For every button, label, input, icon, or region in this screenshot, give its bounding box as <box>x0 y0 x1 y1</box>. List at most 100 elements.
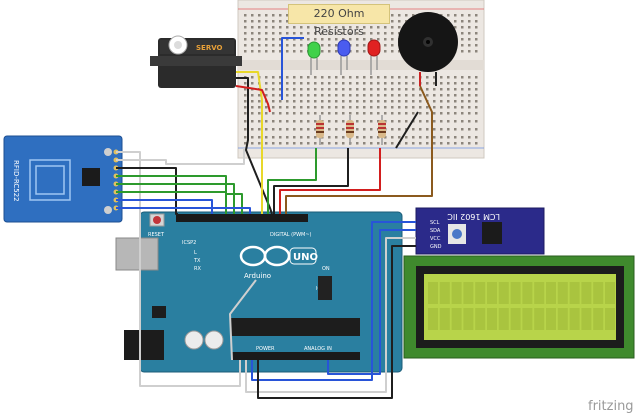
breadboard-hole <box>258 94 261 97</box>
breadboard-hole <box>286 20 289 23</box>
lcd-char-cell <box>451 282 462 304</box>
breadboard-hole <box>293 142 296 145</box>
breadboard-hole <box>328 112 331 115</box>
breadboard-hole <box>356 32 359 35</box>
breadboard-hole <box>328 44 331 47</box>
lcd-char-cell <box>451 308 462 330</box>
breadboard-hole <box>405 128 408 131</box>
breadboard-hole <box>258 120 261 123</box>
breadboard-hole <box>370 106 373 109</box>
breadboard-hole <box>328 26 331 29</box>
breadboard-hole <box>391 88 394 91</box>
lcd-char-cell <box>510 282 521 304</box>
breadboard-hole <box>251 94 254 97</box>
breadboard-hole <box>279 106 282 109</box>
breadboard-hole <box>377 26 380 29</box>
breadboard-hole <box>363 26 366 29</box>
breadboard-hole <box>461 32 464 35</box>
breadboard-hole <box>335 82 338 85</box>
breadboard-hole <box>398 20 401 23</box>
lcd-char-cell <box>487 282 497 304</box>
breadboard-hole <box>391 100 394 103</box>
breadboard-hole <box>293 26 296 29</box>
breadboard-hole <box>265 120 268 123</box>
lcd-char-cell <box>439 308 450 330</box>
breadboard-hole <box>468 100 471 103</box>
breadboard-hole <box>272 50 275 53</box>
breadboard-hole <box>475 32 478 35</box>
breadboard-hole <box>454 88 457 91</box>
arduino-logo-icon <box>239 245 291 267</box>
breadboard-hole <box>314 76 317 79</box>
breadboard-hole <box>265 136 268 139</box>
breadboard-hole <box>258 106 261 109</box>
tx-label: TX <box>193 258 201 264</box>
breadboard-hole <box>258 100 261 103</box>
breadboard-hole <box>244 88 247 91</box>
breadboard-hole <box>342 142 345 145</box>
breadboard-hole <box>384 88 387 91</box>
breadboard-hole <box>307 112 310 115</box>
breadboard-hole <box>461 142 464 145</box>
breadboard-hole <box>419 128 422 131</box>
breadboard-hole <box>475 76 478 79</box>
breadboard-hole <box>244 14 247 17</box>
breadboard-hole <box>307 26 310 29</box>
breadboard-hole <box>258 142 261 145</box>
fritzing-watermark: fritzing <box>588 399 634 414</box>
breadboard-hole <box>328 50 331 53</box>
breadboard-hole <box>363 136 366 139</box>
breadboard-hole <box>272 38 275 41</box>
breadboard-hole <box>440 76 443 79</box>
breadboard-hole <box>279 128 282 131</box>
breadboard-hole <box>286 14 289 17</box>
breadboard-hole <box>468 76 471 79</box>
breadboard-hole <box>405 142 408 145</box>
breadboard-hole <box>258 50 261 53</box>
servo-motor: SERVO <box>150 35 242 88</box>
breadboard-hole <box>342 26 345 29</box>
breadboard-hole <box>405 100 408 103</box>
breadboard-hole <box>412 106 415 109</box>
breadboard-hole <box>391 76 394 79</box>
breadboard-hole <box>405 106 408 109</box>
led-red <box>367 39 381 75</box>
breadboard-hole <box>384 76 387 79</box>
breadboard-hole <box>349 112 352 115</box>
breadboard-hole <box>272 142 275 145</box>
breadboard-hole <box>384 32 387 35</box>
breadboard-hole <box>258 128 261 131</box>
lcd-i2c-backpack: LCM 1602 IIC SCL SDA VCC GND <box>415 207 545 255</box>
breadboard-hole <box>440 94 443 97</box>
on-label: ON <box>322 266 330 272</box>
breadboard-hole <box>342 106 345 109</box>
lcd-char-cell <box>569 308 580 330</box>
breadboard-hole <box>433 100 436 103</box>
breadboard-hole <box>391 128 394 131</box>
breadboard-hole <box>405 82 408 85</box>
breadboard-hole <box>391 82 394 85</box>
breadboard-hole <box>342 100 345 103</box>
breadboard-hole <box>454 94 457 97</box>
breadboard-hole <box>419 88 422 91</box>
lcd-char-cell <box>463 282 474 304</box>
breadboard-hole <box>265 88 268 91</box>
breadboard-hole <box>370 88 373 91</box>
breadboard-hole <box>377 88 380 91</box>
breadboard-hole <box>321 38 324 41</box>
breadboard-hole <box>244 32 247 35</box>
breadboard-hole <box>454 128 457 131</box>
breadboard-hole <box>349 38 352 41</box>
breadboard-hole <box>370 100 373 103</box>
breadboard-hole <box>363 100 366 103</box>
breadboard-hole <box>356 26 359 29</box>
lcd-char-cell <box>593 282 604 304</box>
breadboard-hole <box>363 38 366 41</box>
sda-label: SDA <box>430 228 441 234</box>
breadboard-hole <box>398 94 401 97</box>
breadboard-hole <box>454 20 457 23</box>
breadboard-hole <box>272 120 275 123</box>
breadboard-hole <box>391 112 394 115</box>
breadboard-hole <box>363 94 366 97</box>
breadboard-hole <box>286 44 289 47</box>
